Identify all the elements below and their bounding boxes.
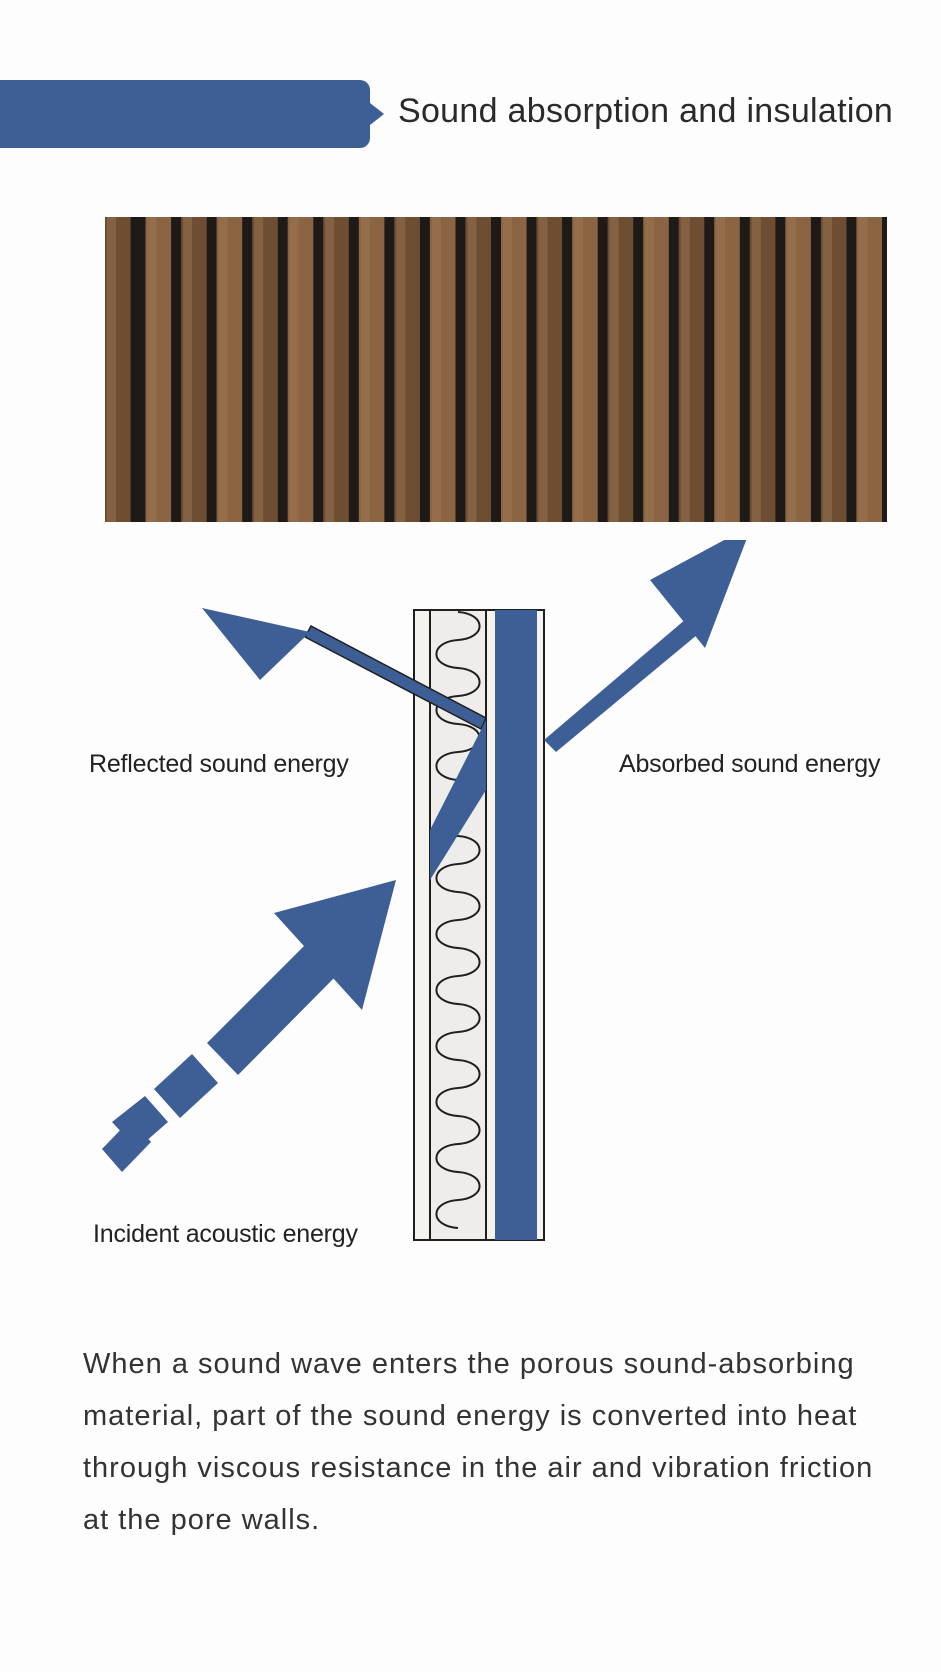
description-text: When a sound wave enters the porous soun… — [83, 1348, 874, 1536]
wood-slat-highlight — [538, 217, 548, 522]
porous-fiber-wave — [435, 611, 481, 1229]
wood-slat-highlight — [574, 217, 584, 522]
wood-slat — [820, 217, 847, 522]
wood-slat — [856, 217, 882, 522]
wood-slat-highlight — [503, 217, 512, 522]
wood-slat-highlight — [609, 217, 619, 522]
wood-slat-highlight — [107, 217, 116, 522]
absorbed-label: Absorbed sound energy — [619, 750, 881, 778]
wood-slat — [181, 217, 207, 522]
sound-absorption-diagram: Reflected sound energy Absorbed sound en… — [0, 525, 941, 1260]
incident-label: Incident acoustic energy — [93, 1220, 358, 1248]
wood-slat — [252, 217, 278, 522]
wood-slat-panel-graphic — [105, 217, 887, 522]
diagram-graphic — [102, 525, 752, 1241]
wood-slat-highlight — [680, 217, 690, 522]
wood-slat — [785, 217, 811, 522]
wood-slat-highlight — [645, 217, 655, 522]
wood-slat — [105, 217, 131, 522]
header-bar — [0, 80, 384, 148]
wood-slat-highlight — [325, 217, 335, 522]
wood-slat-highlight — [716, 217, 726, 522]
wood-slat-highlight — [360, 217, 370, 522]
absorbed-arrow — [544, 525, 752, 752]
wood-slat — [323, 217, 349, 522]
wood-slat — [429, 217, 456, 522]
wood-slat — [287, 217, 314, 522]
wood-slat-highlight — [289, 217, 299, 522]
wood-slat — [572, 217, 598, 522]
wood-slat-highlight — [183, 217, 193, 522]
wood-slat-panel-image — [105, 217, 887, 522]
wood-slat-highlight — [431, 217, 441, 522]
wood-slat — [749, 217, 776, 522]
wood-slat-highlight — [858, 217, 868, 522]
wood-slat — [643, 217, 669, 522]
wood-slat — [358, 217, 385, 522]
wood-slat-highlight — [254, 217, 264, 522]
wood-slat-highlight — [787, 217, 797, 522]
reflected-arrow — [202, 608, 487, 731]
wood-slat — [536, 217, 563, 522]
reflected-label: Reflected sound energy — [89, 750, 349, 778]
wood-slat-highlight — [396, 217, 406, 522]
wood-slat-highlight — [467, 217, 477, 522]
wood-slat-highlight — [822, 217, 832, 522]
wood-slat — [501, 217, 527, 522]
wood-slat-highlight — [147, 217, 157, 522]
wood-slat — [607, 217, 634, 522]
wood-slat — [216, 217, 243, 522]
wood-slat — [394, 217, 420, 522]
wood-slat-highlight — [218, 217, 228, 522]
wood-slat — [678, 217, 705, 522]
wood-slat — [145, 217, 172, 522]
incident-arrow — [102, 720, 486, 1172]
backing-layer — [495, 610, 537, 1240]
wood-slat-highlight — [751, 217, 761, 522]
page-title: Sound absorption and insulation — [398, 92, 894, 130]
wood-slat — [714, 217, 740, 522]
wood-slat — [465, 217, 491, 522]
